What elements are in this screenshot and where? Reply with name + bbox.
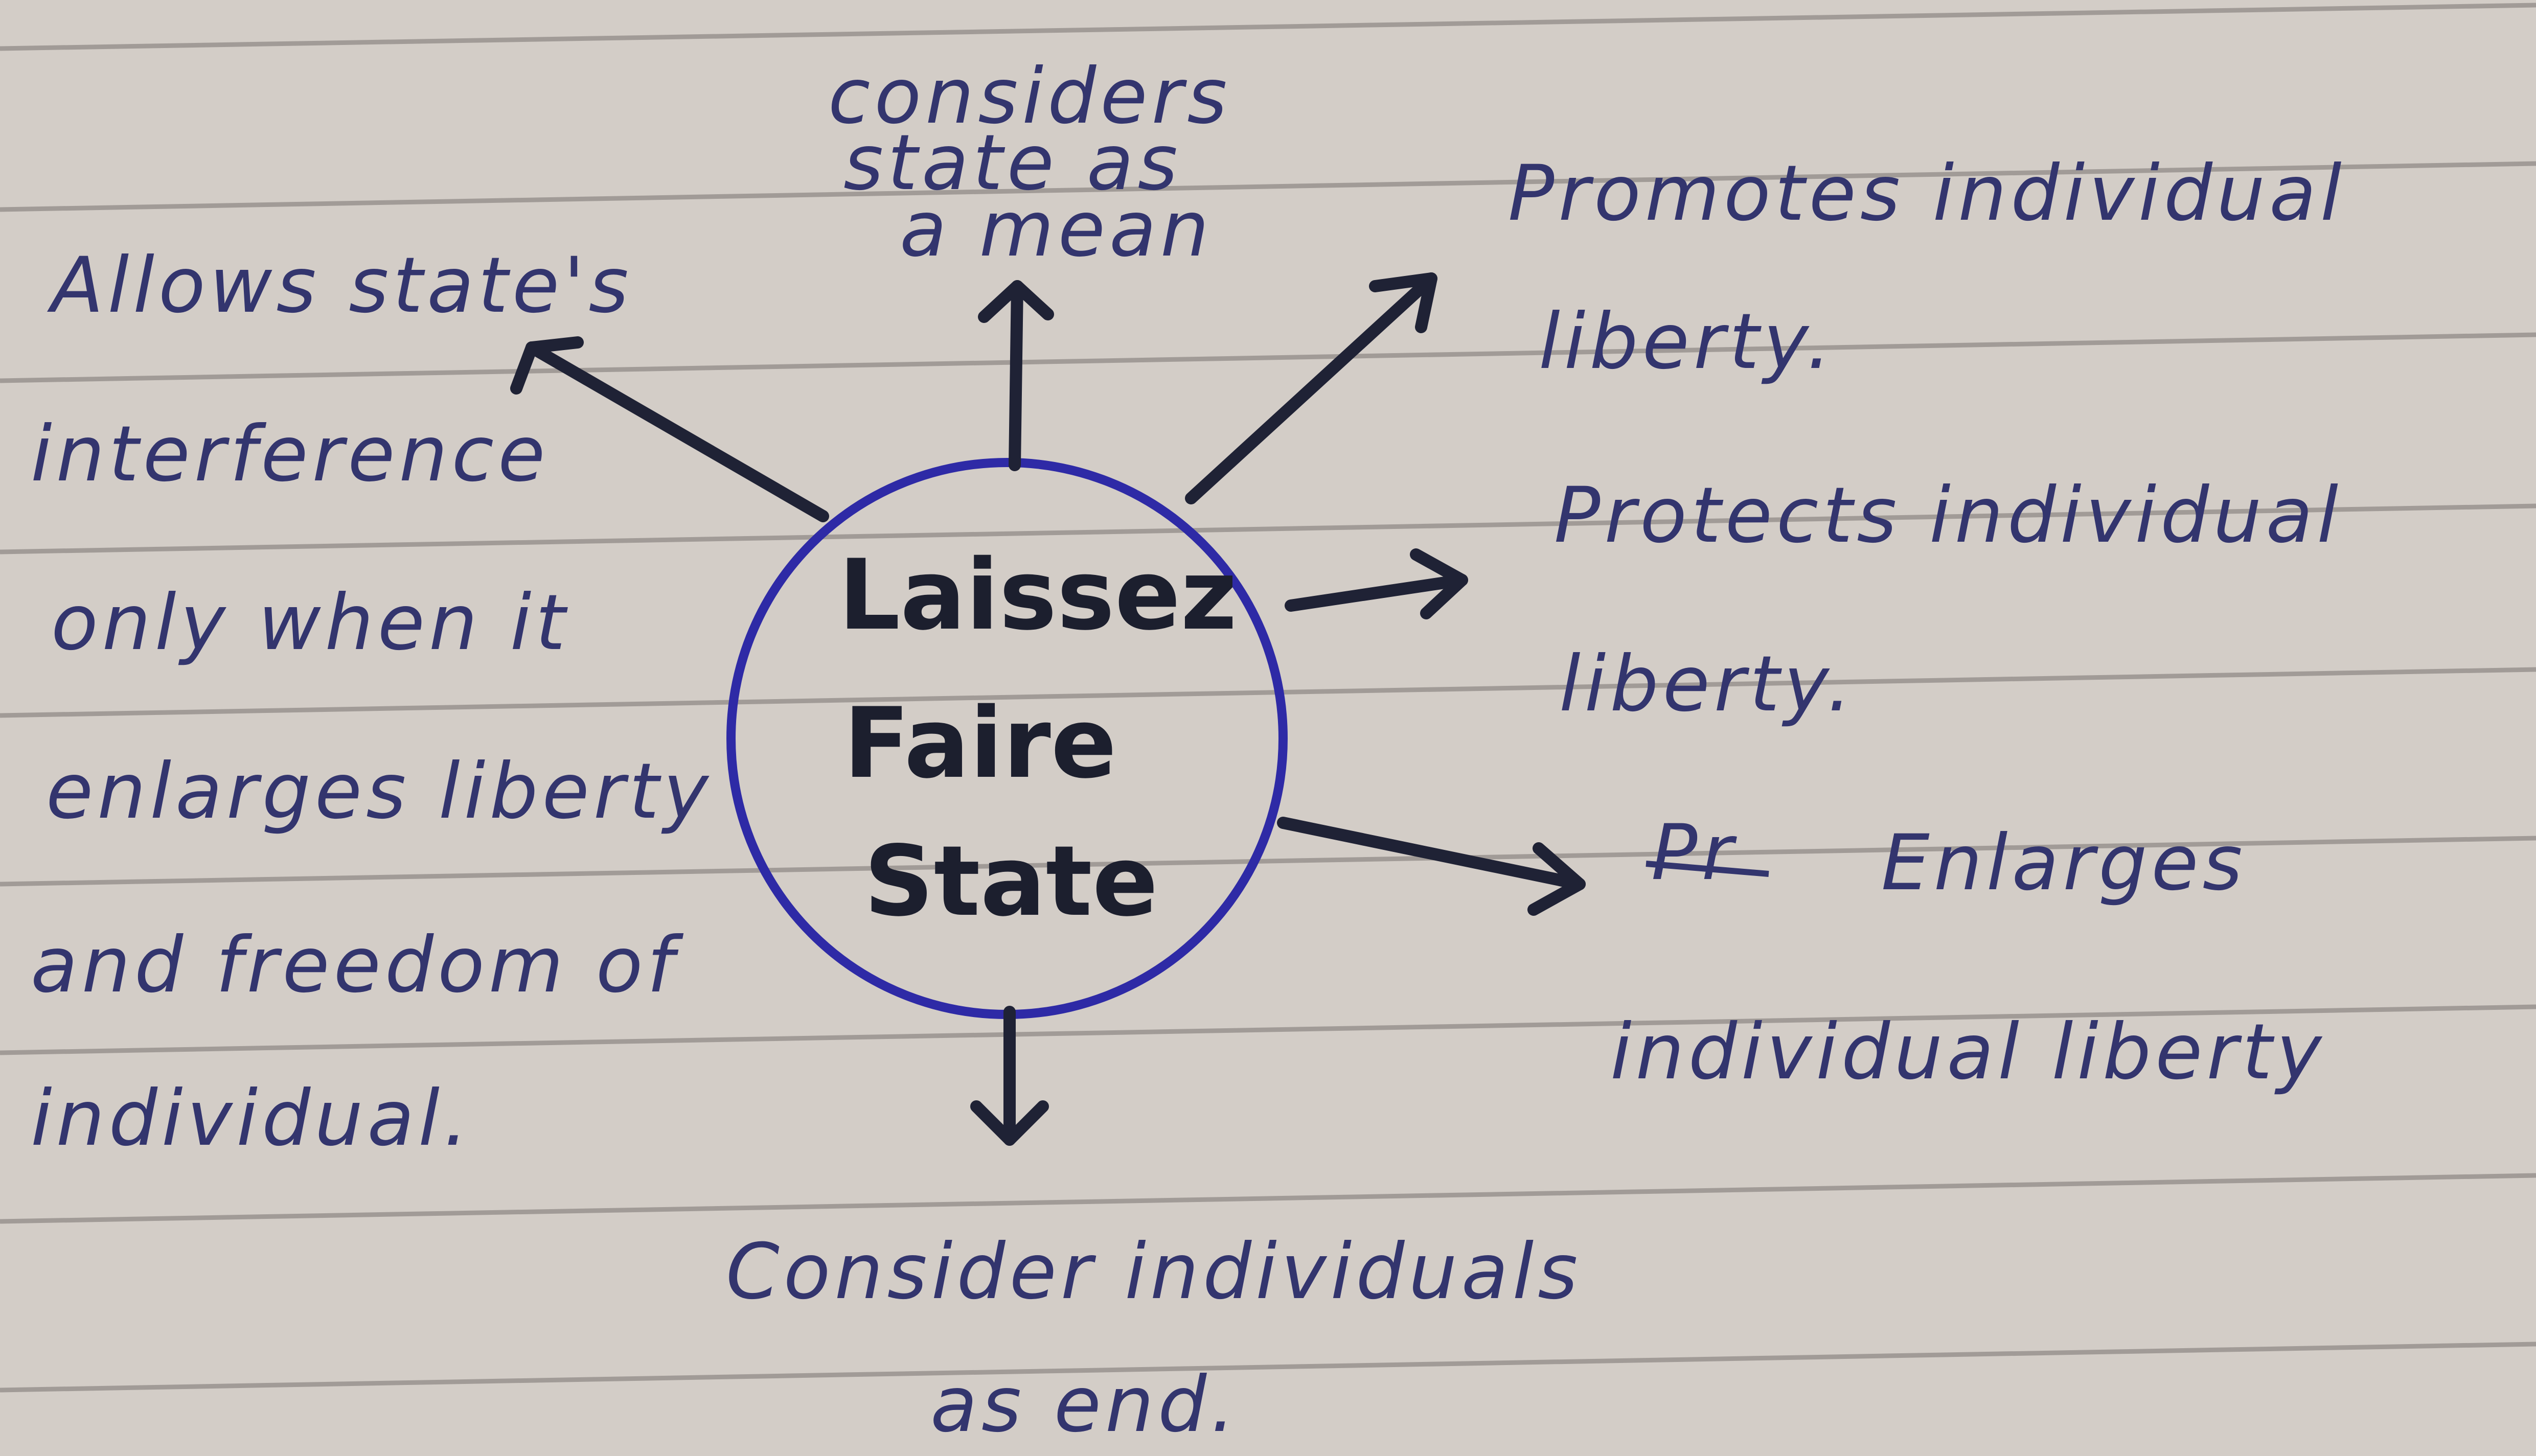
branch-top-right-line-2: liberty. (1539, 297, 1835, 386)
branch-top-left-line-2: interference (31, 410, 549, 499)
arrow-bottom (970, 1006, 1049, 1146)
branch-lower-right-line-1: Enlarges (1881, 819, 2247, 908)
center-line-3: State (864, 825, 1158, 938)
center-line-2: Faire (843, 687, 1117, 800)
branch-top-right: Promotes individual liberty. (1508, 149, 2346, 386)
arrow-top-right (1185, 272, 1437, 504)
branch-bottom-line-1: Consider individuals (726, 1228, 1582, 1316)
branch-bottom: Consider individuals as end. (726, 1228, 1582, 1449)
branch-right-line-2: liberty. (1559, 640, 1856, 729)
branch-top-line-2: state as (843, 119, 1182, 207)
arrow-right (1285, 548, 1468, 619)
branch-top-left-line-1: Allows state's (47, 241, 633, 330)
struck-text: Pr (1651, 808, 1737, 897)
branch-top-right-line-1: Promotes individual (1508, 149, 2346, 238)
branch-top-left: Allows state's interference only when it… (31, 241, 713, 1163)
branch-top-line-1: considers (828, 52, 1231, 141)
branch-lower-right: Pr Enlarges individual liberty (1610, 808, 2326, 1097)
arrows (510, 272, 1586, 1146)
branch-lower-right-line-2: individual liberty (1610, 1008, 2326, 1097)
arrow-top (978, 280, 1054, 471)
strikethrough-line (1646, 861, 1769, 877)
ruled-lines (0, 3, 2536, 1393)
branch-top-left-line-6: individual. (31, 1074, 472, 1163)
arrow-lower-right (1277, 817, 1586, 916)
branch-top: considers state as a mean (828, 52, 1231, 274)
center-label: Laissez Faire State (838, 539, 1237, 938)
arrow-top-left (510, 336, 829, 522)
branch-top-line-3: a mean (900, 185, 1213, 274)
center-line-1: Laissez (838, 539, 1237, 652)
branch-right-line-1: Protects individual (1554, 471, 2342, 560)
branch-bottom-line-2: as end. (930, 1360, 1239, 1449)
branch-top-left-line-4: enlarges liberty (46, 747, 713, 836)
branch-top-left-line-5: and freedom of (31, 921, 683, 1010)
branch-top-left-line-3: only when it (51, 579, 569, 667)
branch-right: Protects individual liberty. (1554, 471, 2342, 729)
